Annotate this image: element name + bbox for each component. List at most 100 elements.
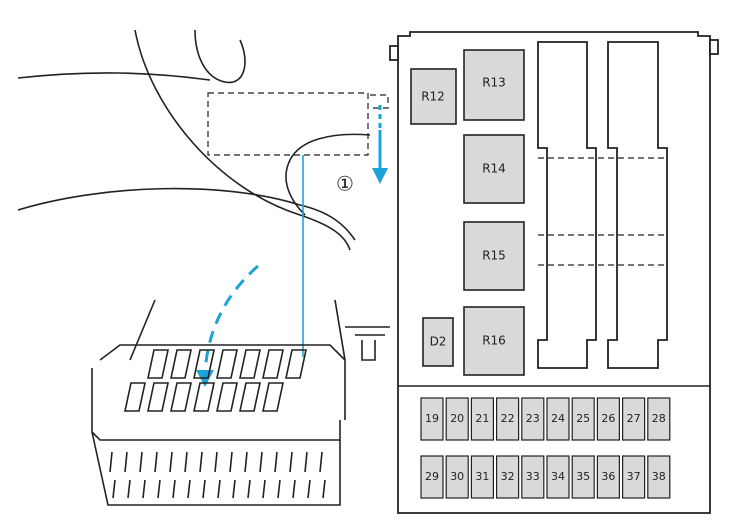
tray-fuse	[193, 382, 215, 412]
removal-arrows	[196, 105, 388, 387]
fuse-31-label: 31	[475, 470, 489, 483]
maxi-fuse-slot-left	[537, 41, 597, 369]
release-lever	[285, 133, 371, 216]
fuse-24-label: 24	[551, 412, 565, 425]
tray-ribs	[109, 451, 326, 499]
diode-d2-label: D2	[430, 335, 447, 349]
tray-rib	[304, 451, 308, 473]
fuse-35-label: 35	[576, 470, 590, 483]
fuse-34-label: 34	[551, 470, 565, 483]
fuse-35: 35	[571, 455, 595, 499]
tray-rib	[199, 451, 203, 473]
vehicle-interior-illustration	[17, 29, 371, 251]
tray-rib	[187, 479, 191, 499]
tray-fuse	[193, 349, 215, 379]
frame-tab-left	[389, 45, 399, 61]
relay-r12: R12	[410, 68, 457, 125]
fuse-27: 27	[621, 397, 646, 441]
relay-r13-label: R13	[482, 76, 506, 90]
tray-rib	[319, 451, 323, 473]
dashboard-line	[17, 72, 211, 81]
tray-fuse	[216, 382, 238, 412]
tray-rib	[169, 451, 173, 473]
tray-front-face	[91, 368, 341, 441]
fuse-28: 28	[647, 397, 671, 441]
fuse-25-label: 25	[576, 412, 590, 425]
callout-marker: ①	[336, 172, 354, 196]
tray-rib	[157, 479, 161, 499]
fuse-19-label: 19	[425, 412, 439, 425]
fuse-38-label: 38	[652, 470, 666, 483]
tray-fuse	[147, 382, 169, 412]
fuse-26-label: 26	[601, 412, 615, 425]
fuse-21: 21	[470, 397, 494, 441]
fuse-33-label: 33	[526, 470, 540, 483]
fuse-32-label: 32	[501, 470, 515, 483]
tray-rib	[154, 451, 158, 473]
fuse-37: 37	[621, 455, 646, 499]
fuse-21-label: 21	[475, 412, 489, 425]
tray-rib	[112, 479, 116, 499]
tray-fuse	[147, 349, 169, 379]
fuse-29-label: 29	[425, 470, 439, 483]
fuse-tray-illustration	[91, 299, 346, 506]
hinge-pin	[345, 326, 390, 361]
tray-fuse	[170, 382, 192, 412]
tray-rib	[247, 479, 251, 499]
fuse-37-label: 37	[627, 470, 641, 483]
fuse-20-label: 20	[450, 412, 464, 425]
maxi-fuse-slot-right	[607, 41, 668, 369]
diode-d2: D2	[422, 317, 454, 367]
tray-top-edge	[99, 344, 346, 420]
tray-fuse	[239, 349, 261, 379]
fuse-23-label: 23	[526, 412, 540, 425]
relay-r15-label: R15	[482, 249, 506, 263]
tray-rib	[277, 479, 281, 499]
fuse-29: 29	[420, 455, 444, 499]
tray-rib	[109, 451, 113, 473]
relay-r14: R14	[463, 134, 525, 204]
relay-r16: R16	[463, 306, 525, 376]
relay-r13: R13	[463, 49, 525, 121]
fuse-19: 19	[420, 397, 444, 441]
frame-tab-right	[709, 39, 719, 55]
fuse-24: 24	[546, 397, 570, 441]
relay-r16-label: R16	[482, 334, 506, 348]
fuse-27-label: 27	[627, 412, 641, 425]
tray-rib	[262, 479, 266, 499]
tray-rib	[214, 451, 218, 473]
tray-rib	[244, 451, 248, 473]
fuse-cover-panel	[207, 92, 369, 156]
tray-rib	[124, 451, 128, 473]
fuse-31: 31	[470, 455, 494, 499]
tray-rib	[289, 451, 293, 473]
tray-arm-left	[129, 299, 156, 361]
tray-rib	[217, 479, 221, 499]
tray-rib	[172, 479, 176, 499]
fuse-20: 20	[445, 397, 469, 441]
tray-rib	[274, 451, 278, 473]
fuse-33: 33	[521, 455, 545, 499]
tray-rib	[202, 479, 206, 499]
tray-rib	[127, 479, 131, 499]
tray-rib	[142, 479, 146, 499]
relay-r15: R15	[463, 221, 525, 291]
tray-fuse	[285, 349, 307, 379]
fuse-30-label: 30	[450, 470, 464, 483]
tray-fuse	[239, 382, 261, 412]
fuse-23: 23	[521, 397, 545, 441]
tray-rib	[229, 451, 233, 473]
fuse-34: 34	[546, 455, 570, 499]
tray-rib	[259, 451, 263, 473]
tray-rib	[307, 479, 311, 499]
tray-fuse	[124, 382, 146, 412]
tray-rib	[139, 451, 143, 473]
fuse-row-bottom: 29 30 31 32 33 34 35 36 37 38	[420, 455, 671, 499]
fuse-38: 38	[647, 455, 671, 499]
tray-fuse	[170, 349, 192, 379]
fuse-36-label: 36	[601, 470, 615, 483]
